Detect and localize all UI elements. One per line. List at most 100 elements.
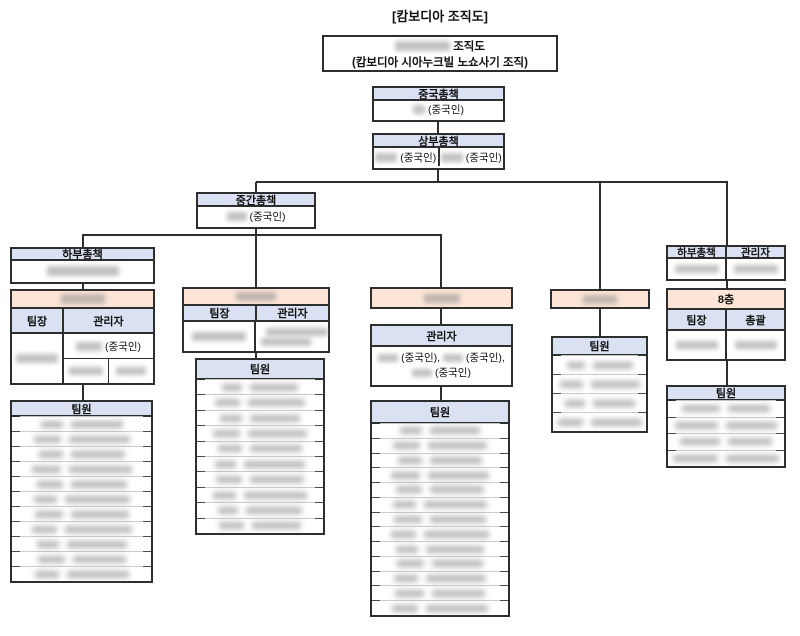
- team-body: [668, 331, 784, 359]
- redacted-text: [413, 105, 425, 114]
- redacted-text: [60, 294, 105, 304]
- members-table-team5: 팀원: [666, 385, 786, 468]
- redacted-text: [391, 471, 420, 479]
- member-row: [372, 437, 508, 454]
- member-row: [372, 423, 508, 439]
- redacted-text: [442, 354, 463, 362]
- redacted-text: [592, 399, 635, 407]
- member-row: [372, 600, 508, 615]
- redacted-text: [566, 361, 585, 369]
- node-body: [668, 259, 784, 279]
- redacted-text: [426, 575, 486, 583]
- redacted-text: [69, 367, 103, 375]
- manager-cells: (중국인): [62, 334, 153, 383]
- redacted-text: [398, 456, 422, 464]
- members-table-team1: 팀원: [10, 400, 153, 583]
- node-lower-head-left: 하부총책: [10, 247, 155, 284]
- redacted-text: [393, 442, 420, 450]
- connector-line: [440, 308, 442, 324]
- node-mid-head: 중간총책 (중국인): [196, 192, 316, 229]
- node-header: 중간총책: [198, 194, 314, 207]
- member-row: [12, 521, 151, 537]
- member-row: [553, 374, 646, 394]
- redacted-text: [673, 454, 718, 462]
- member-row: [12, 566, 151, 581]
- redacted-text: [726, 421, 777, 429]
- chart-subtitle-box: 조직도 (캄보디아 시아누크빌 노쇼사기 조직): [322, 35, 558, 72]
- redacted-text: [428, 471, 489, 479]
- manager-cell: (중국인): [64, 334, 153, 359]
- redacted-text: [426, 604, 488, 612]
- connector-line: [599, 308, 601, 336]
- manager-cell: [108, 359, 153, 383]
- redacted-text: [215, 399, 240, 407]
- node-header: 상부총책: [374, 135, 503, 148]
- node-header-row: 하부총책 관리자: [668, 247, 784, 259]
- redacted-text: [428, 442, 487, 450]
- member-row: [12, 446, 151, 462]
- member-row: [372, 585, 508, 602]
- redacted-text: [246, 506, 302, 514]
- connector-line: [255, 352, 257, 358]
- redacted-text: [412, 369, 433, 377]
- connector-line: [726, 281, 728, 288]
- redacted-text: [213, 429, 240, 437]
- redacted-text: [393, 501, 416, 509]
- member-row: [372, 541, 508, 557]
- member-row: [372, 526, 508, 543]
- redacted-text: [31, 525, 57, 533]
- subtitle-line2: (캄보디아 시아누크빌 노쇼사기 조직): [352, 57, 528, 69]
- redacted-text: [423, 293, 460, 303]
- redacted-text: [216, 476, 242, 484]
- redacted-text: [430, 456, 482, 464]
- redacted-text: [252, 522, 301, 530]
- team-subheader: 팀장 관리자: [12, 309, 153, 334]
- redacted-text: [432, 589, 485, 597]
- redacted-text: [33, 435, 61, 443]
- members-table-team3: 팀원: [370, 400, 510, 617]
- member-row: [12, 431, 151, 447]
- redacted-text: [244, 491, 307, 499]
- member-row: [197, 471, 323, 488]
- member-row: [197, 502, 323, 519]
- member-row: [668, 449, 784, 466]
- redacted-text: [116, 367, 146, 375]
- connector-line: [82, 283, 84, 289]
- redacted-text: [424, 501, 487, 509]
- lower-head-header: 하부총책: [668, 247, 725, 259]
- page-title: [캄보디아 조직도]: [392, 9, 488, 24]
- member-row: [372, 482, 508, 498]
- redacted-text: [34, 570, 59, 578]
- connector-line: [440, 235, 442, 287]
- manager-header: 관리자: [255, 306, 328, 320]
- connector-line: [82, 385, 84, 400]
- redacted-text: [226, 211, 247, 221]
- member-row: [197, 456, 323, 473]
- members-rows: [372, 423, 508, 615]
- redacted-text: [70, 450, 125, 458]
- redacted-text: [675, 421, 718, 429]
- redacted-text: [266, 327, 328, 336]
- member-row: [197, 440, 323, 458]
- members-header: 팀원: [553, 338, 646, 356]
- member-row: [372, 467, 508, 484]
- member-row: [197, 409, 323, 427]
- redacted-text: [559, 380, 583, 388]
- redacted-text: [68, 435, 130, 443]
- member-row: [668, 433, 784, 451]
- node-upper-head: 상부총책 (중국인) (중국인): [372, 133, 505, 170]
- members-rows: [197, 379, 323, 534]
- manager-cell-row: [64, 359, 153, 383]
- member-cell: [725, 259, 784, 279]
- manager-header: 관리자: [62, 309, 153, 332]
- redacted-text: [394, 575, 418, 583]
- connector-line: [726, 361, 728, 385]
- redacted-text: [395, 589, 424, 597]
- redacted-text: [675, 341, 718, 349]
- redacted-text: [248, 429, 307, 437]
- redacted-text: [31, 465, 61, 473]
- member-cell: [668, 259, 725, 279]
- redacted-text: [46, 265, 119, 276]
- redacted-text: [397, 560, 424, 568]
